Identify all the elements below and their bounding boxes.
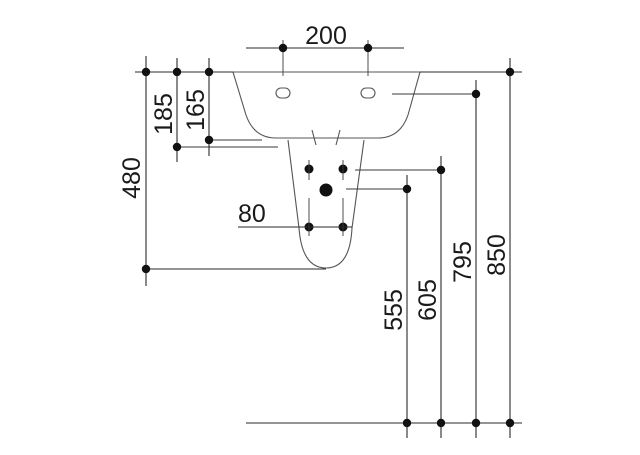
overflow-mark [311,129,341,146]
dimension-480: 480 [118,56,326,286]
dimension-label-185: 185 [150,93,178,135]
dimension-label-795: 795 [449,241,477,283]
dimension-605: 605 [414,156,446,438]
dimension-850: 850 [483,58,515,438]
dimension-label-80: 80 [238,200,266,228]
fixing-crosshairs [308,160,440,236]
dimension-label-480: 480 [118,157,146,199]
dimension-555: 555 [380,175,412,438]
dimension-185: 185 [150,58,278,162]
dimension-label-165: 165 [182,89,210,131]
dimension-label-850: 850 [483,234,511,276]
dimension-label-555: 555 [380,289,408,331]
dimension-label-605: 605 [414,279,442,321]
pedestal-outline [287,139,365,269]
dimension-165: 165 [182,58,262,156]
dimension-795: 795 [449,80,481,438]
right-tap-hole [360,87,376,99]
fixing-points [304,164,348,232]
dimension-200: 200 [246,22,404,76]
basin-outline [232,71,421,146]
dimension-label-200: 200 [305,22,347,50]
left-tap-hole [275,87,291,99]
dimension-80: 80 [238,200,352,228]
